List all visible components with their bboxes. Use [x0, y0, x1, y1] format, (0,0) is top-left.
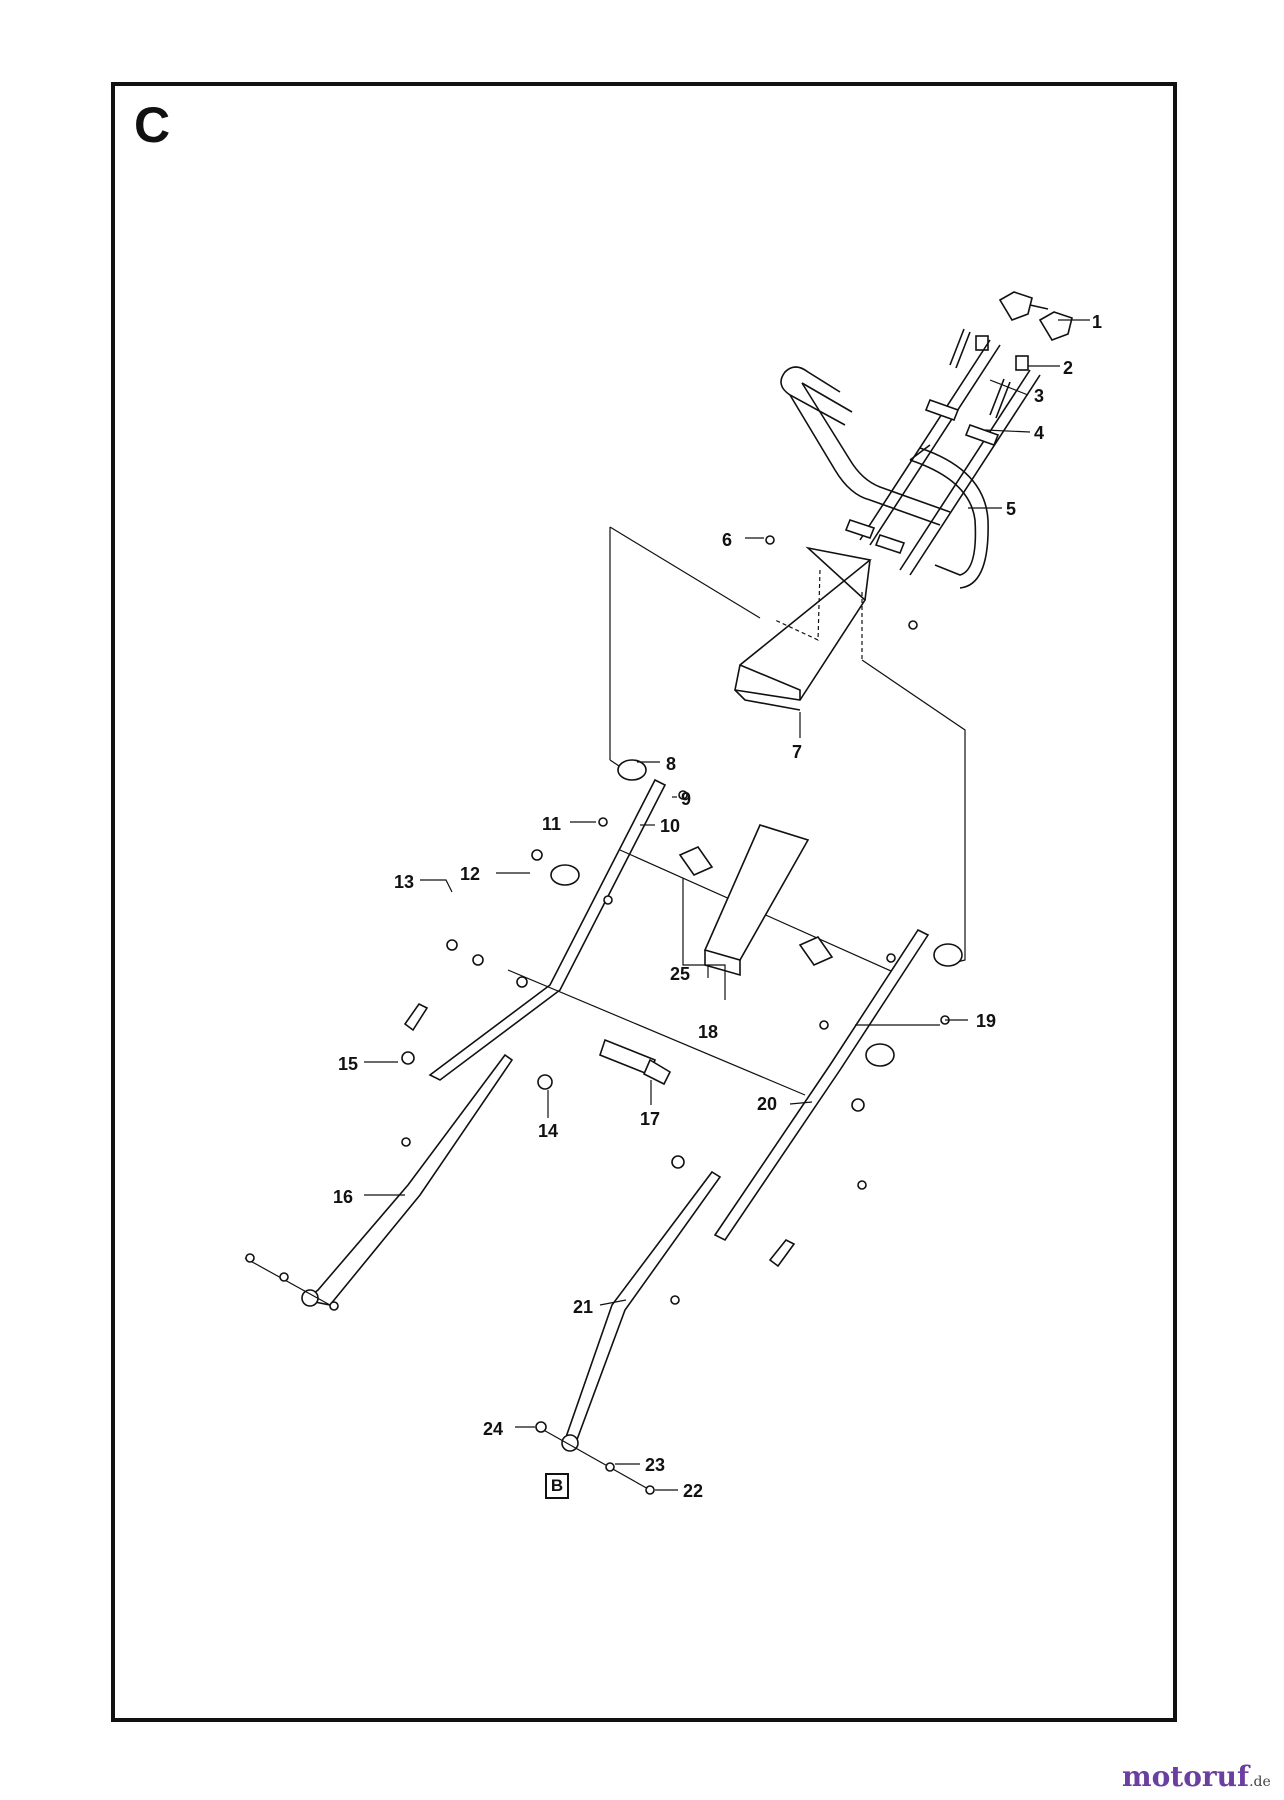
callout-16: 16 [333, 1187, 353, 1207]
watermark-logo: motoruf.de [1122, 1760, 1271, 1793]
callout-labels: 1 2 3 4 5 6 7 8 9 10 11 12 13 14 15 16 1… [333, 312, 1102, 1501]
left-frame-part-10 [428, 759, 901, 1096]
callout-20: 20 [757, 1094, 777, 1114]
reference-box: B [545, 1473, 569, 1499]
bracket-part-18 [678, 824, 834, 977]
callout-23: 23 [645, 1455, 665, 1475]
callout-25: 25 [670, 964, 690, 984]
watermark-tld: .de [1249, 1774, 1271, 1790]
right-frame-part-20 [713, 928, 963, 1242]
section-letter: C [134, 97, 171, 153]
callout-24: 24 [483, 1419, 503, 1439]
callout-17: 17 [640, 1109, 660, 1129]
callout-12: 12 [460, 864, 480, 884]
callout-4: 4 [1034, 423, 1044, 443]
assembly-guide-lines [609, 526, 966, 966]
callout-leaders [364, 319, 1090, 1491]
left-arm-part-16 [244, 1053, 514, 1307]
console-part-7 [734, 546, 872, 711]
gas-strut-part-17 [599, 1038, 672, 1086]
callout-18: 18 [698, 1022, 718, 1042]
watermark-main: motoruf [1122, 1760, 1250, 1793]
callout-13: 13 [394, 872, 414, 892]
grip-part-1 [975, 291, 1073, 371]
callout-7: 7 [792, 742, 802, 762]
callout-3: 3 [1034, 386, 1044, 406]
fasteners [245, 535, 950, 1495]
callout-8: 8 [666, 754, 676, 774]
callout-14: 14 [538, 1121, 558, 1141]
callout-1: 1 [1092, 312, 1102, 332]
callout-11: 11 [542, 814, 561, 834]
callout-2: 2 [1063, 358, 1073, 378]
callout-5: 5 [1006, 499, 1016, 519]
callout-19: 19 [976, 1011, 996, 1031]
handlebar-part-5 [780, 366, 989, 589]
callout-22: 22 [683, 1481, 703, 1501]
callout-6: 6 [722, 530, 732, 550]
diagram-frame [111, 82, 1177, 1722]
callout-10: 10 [660, 816, 680, 836]
callout-21: 21 [573, 1297, 593, 1317]
right-arm-part-21 [539, 1170, 722, 1491]
callout-9: 9 [681, 789, 691, 809]
callout-15: 15 [338, 1054, 358, 1074]
